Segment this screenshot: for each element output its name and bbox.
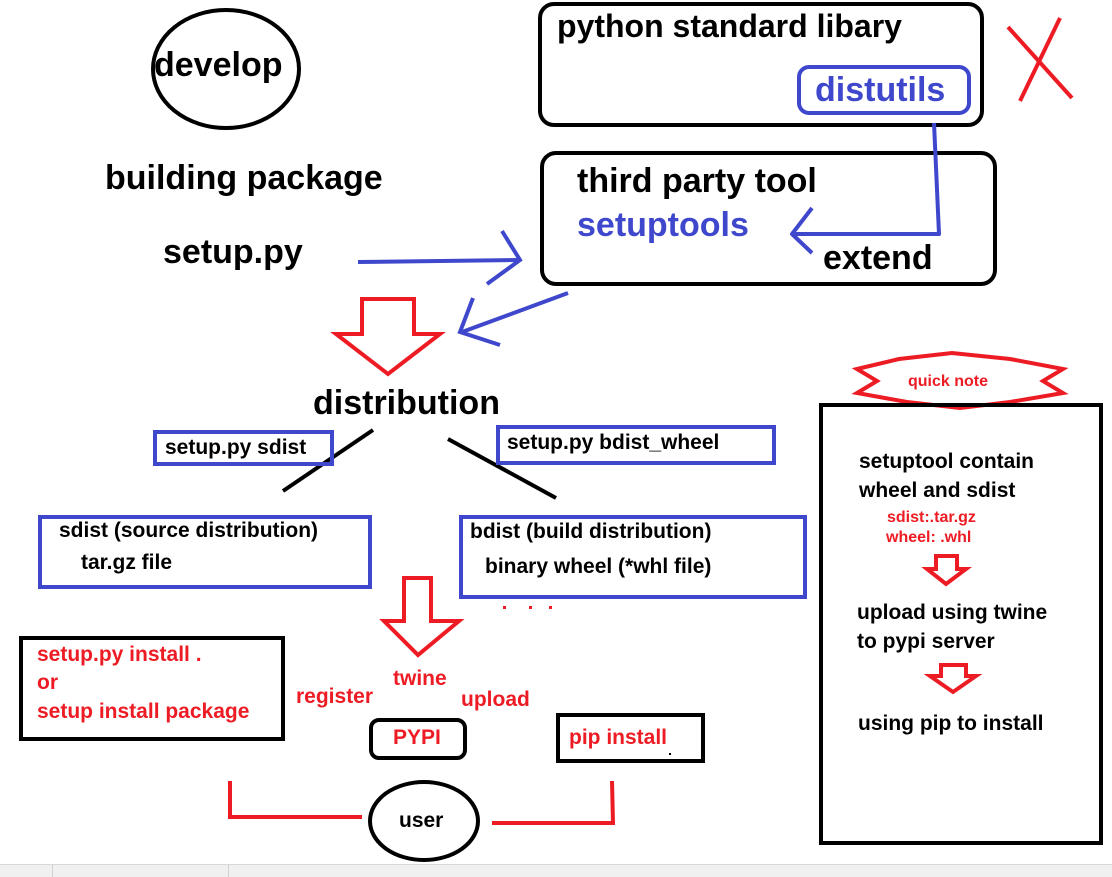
extend-arrow: [790, 122, 941, 255]
user-connectors: [228, 780, 616, 825]
building-package-label: building package: [105, 159, 383, 197]
install-line-3: setup install package: [37, 700, 250, 723]
cmd-bdist-wheel-box: [496, 425, 776, 465]
hollow-down-arrow-icon: [379, 576, 465, 658]
setup-py-label: setup.py: [163, 233, 303, 271]
pip-install-box: [556, 713, 705, 763]
distribution-label: distribution: [313, 384, 500, 422]
user-label: user: [399, 809, 444, 832]
distutils-box: [797, 65, 971, 115]
extend-label: extend: [823, 239, 933, 277]
quick-note-line-1: setuptool contain: [859, 450, 1034, 473]
distutils-label: distutils: [815, 71, 946, 109]
status-bar-divider: [52, 865, 53, 877]
install-box: [19, 636, 285, 741]
cmd-sdist-box: [153, 430, 334, 466]
third-party-box: [540, 151, 997, 286]
setuptools-label: setuptools: [577, 206, 749, 244]
hollow-down-arrow-icon: [330, 297, 446, 377]
status-bar: [0, 864, 1112, 877]
status-bar-divider: [228, 865, 229, 877]
install-line-1: setup.py install .: [37, 643, 202, 666]
third-party-title: third party tool: [577, 162, 817, 200]
quick-note-title: quick note: [908, 373, 989, 390]
sdist-title: sdist (source distribution): [59, 519, 319, 542]
setup-to-setuptools-arrow: [357, 229, 523, 286]
hollow-down-arrow-icon: [921, 554, 972, 587]
pypi-box: [369, 718, 467, 760]
quick-note-pip: using pip to install: [858, 712, 1044, 735]
sdist-detail: tar.gz file: [81, 551, 173, 574]
quick-note-banner: [851, 350, 1069, 411]
stdlib-box: [538, 2, 984, 127]
cmd-sdist-label: setup.py sdist: [165, 436, 307, 459]
bdist-title: bdist (build distribution): [470, 520, 712, 543]
user-ellipse: [368, 780, 480, 862]
cross-out-icon: [1006, 17, 1074, 102]
stdlib-title: python standard libary: [557, 8, 902, 44]
stray-dot: [669, 753, 671, 755]
branch-line-sdist: [281, 428, 375, 493]
setuptools-to-distribution-arrow: [457, 291, 569, 347]
develop-ellipse: [151, 8, 301, 130]
branch-line-bdist: [447, 437, 557, 500]
register-label: register: [296, 685, 374, 708]
pip-install-label: pip install: [569, 726, 668, 749]
stray-dots: [503, 606, 552, 609]
quick-note-upload-2: to pypi server: [857, 630, 995, 653]
quick-note-wheel-ext: wheel: .whl: [886, 529, 972, 546]
upload-label: upload: [461, 688, 530, 711]
quick-note-line-2: wheel and sdist: [859, 479, 1016, 502]
cmd-bdist-wheel-label: setup.py bdist_wheel: [507, 431, 720, 454]
quick-note-box: [819, 403, 1103, 845]
twine-label: twine: [393, 667, 447, 690]
develop-label: develop: [154, 46, 283, 84]
quick-note-upload-1: upload using twine: [857, 601, 1048, 624]
bdist-detail: binary wheel (*whl file): [485, 555, 712, 578]
pypi-label: PYPI: [393, 726, 441, 749]
sdist-box: [38, 515, 372, 589]
install-line-2: or: [37, 671, 58, 694]
hollow-down-arrow-icon: [923, 663, 983, 695]
quick-note-sdist-ext: sdist:.tar.gz: [887, 509, 976, 526]
bdist-box: [459, 515, 807, 599]
